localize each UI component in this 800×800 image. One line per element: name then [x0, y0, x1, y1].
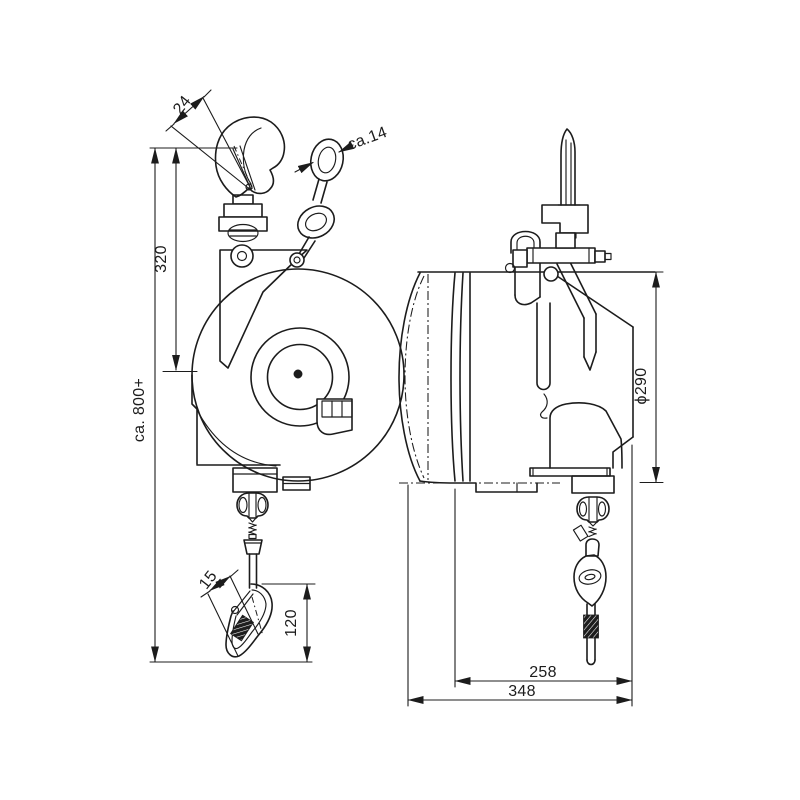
cable-clamp-side	[576, 496, 610, 523]
dim-label-snap-hook-length: 120	[283, 609, 300, 637]
snap-hook-front	[225, 583, 273, 658]
dim-hook-opening: 24	[165, 89, 253, 192]
suspension-chain	[289, 138, 345, 268]
snap-hook-side	[573, 554, 607, 607]
cable-outlet-box	[571, 475, 615, 494]
housing-side	[399, 271, 656, 494]
dim-label-housing-diameter: ϕ290	[633, 368, 650, 405]
suspension-pin	[526, 247, 596, 264]
dim-label-chain-thickness: ca.14	[345, 124, 389, 154]
dim-snap-hook-length: 120	[261, 583, 316, 663]
cable-clamp	[236, 492, 269, 519]
cable-guide-nose	[549, 402, 623, 469]
snap-hook-gate	[232, 590, 251, 613]
housing-front	[191, 374, 311, 493]
dimensions: ca. 800+ 320 24 ca.14	[131, 89, 664, 707]
cable-fitting	[243, 539, 263, 555]
cable-thread-side	[588, 526, 597, 538]
dim-hook-to-axis: 320	[153, 147, 198, 373]
ratchet-detail	[316, 398, 353, 436]
strap-tip	[583, 351, 597, 371]
gate-sleeve	[230, 614, 254, 642]
drum-axis-dot	[293, 369, 303, 379]
dim-depth-body: 258	[454, 444, 633, 707]
dim-label-snap-hook-opening: 15	[196, 568, 221, 593]
top-hook	[214, 116, 286, 198]
side-view	[398, 128, 656, 666]
cable-assembly-side	[572, 496, 610, 666]
cable-thread	[248, 522, 257, 536]
suspension-side	[504, 128, 612, 371]
swivel-joint	[218, 194, 268, 243]
dim-overall-length: ca. 800+	[131, 147, 159, 663]
cover-side	[398, 272, 471, 482]
dim-depth-overall: 348	[407, 484, 633, 707]
dim-label-depth-overall: 348	[508, 683, 536, 700]
strap-tongue	[536, 302, 551, 391]
strap-roller	[543, 266, 559, 282]
dim-label-hook-to-axis: 320	[153, 245, 170, 273]
cable-assembly-front	[236, 492, 269, 589]
top-hook-side	[560, 128, 576, 206]
front-view	[191, 116, 405, 658]
chain-eye-bolt	[289, 252, 305, 268]
gate-sleeve-side	[583, 614, 599, 639]
bottom-plate	[529, 467, 611, 477]
drum-front	[191, 268, 405, 482]
dim-label-depth-body: 258	[529, 664, 557, 681]
dim-label-overall-length: ca. 800+	[131, 378, 148, 442]
dim-label-hook-opening: 24	[170, 93, 195, 118]
hook-bracket-block	[541, 204, 589, 234]
cable-tag	[572, 524, 589, 542]
dim-housing-diameter: ϕ290	[633, 271, 664, 484]
suspension-bracket-front	[219, 244, 308, 369]
clevis	[510, 230, 541, 254]
